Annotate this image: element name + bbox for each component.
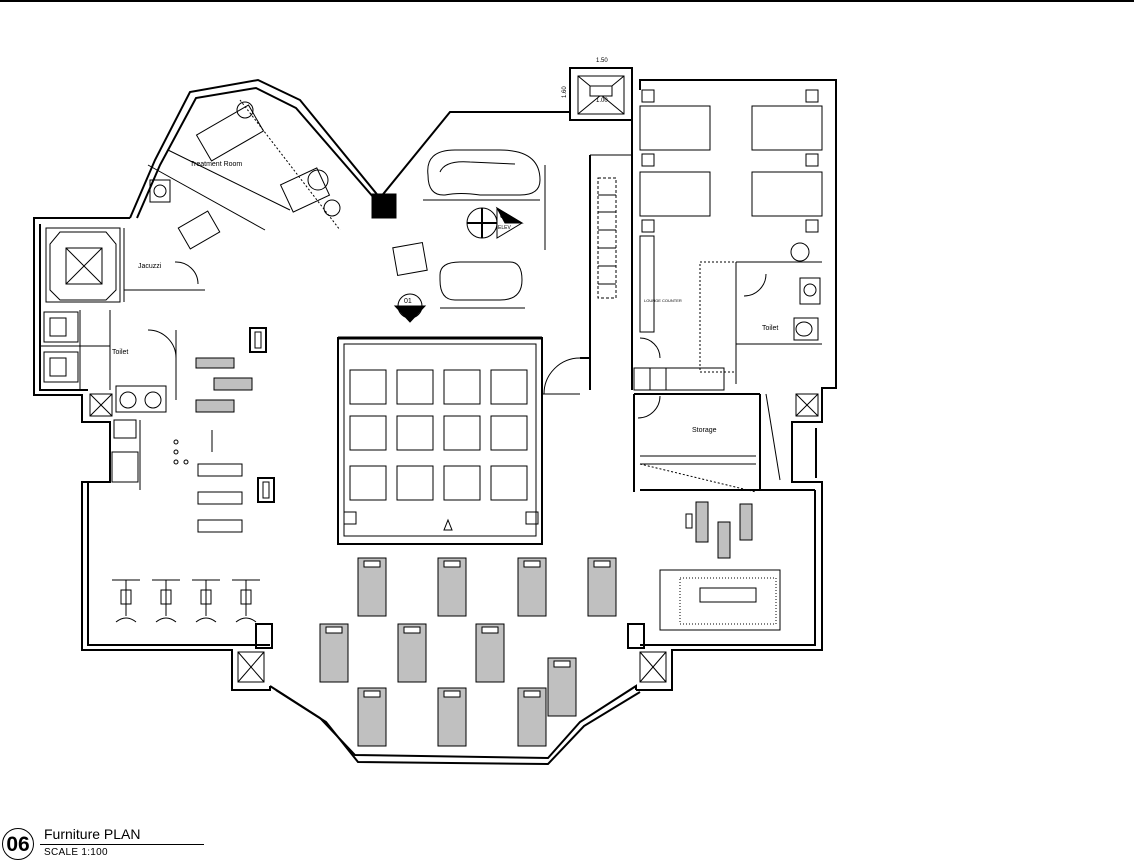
studio-mat [443, 415, 481, 451]
studio-mat [490, 465, 528, 501]
left-gym-equipment [173, 327, 275, 533]
spin-bike [152, 579, 180, 623]
studio-mat [443, 369, 481, 405]
drawing-title: Furniture PLAN [44, 826, 141, 842]
studio-mat [349, 369, 387, 405]
elev-02-label: ELEV [498, 225, 511, 231]
lift-depth-dim: 1.60 [562, 86, 568, 98]
drawing-scale: SCALE 1:100 [44, 847, 108, 858]
right-gym-equipment [659, 501, 781, 631]
drawing-number: 06 [2, 828, 34, 860]
treadmill [475, 623, 505, 683]
treadmill [437, 557, 467, 617]
studio-mat [349, 465, 387, 501]
jacuzzi-tub [45, 227, 205, 303]
label-toilet-left: Toilet [112, 349, 128, 356]
title-rule [40, 844, 204, 845]
label-jacuzzi: Jacuzzi [138, 263, 162, 270]
studio-mat [490, 369, 528, 405]
label-storage: Storage [692, 427, 717, 434]
studio-mat [396, 465, 434, 501]
spin-bike [112, 579, 140, 623]
title-block: 06 Furniture PLAN SCALE 1:100 [0, 822, 210, 860]
right-toilet-block [633, 261, 822, 417]
studio-mat [396, 415, 434, 451]
structural-columns [237, 193, 667, 683]
elev-02-number: 02 [500, 213, 508, 220]
label-lounge-counter: LOUNGE COUNTER [644, 298, 682, 303]
elev-01-number: 01 [404, 298, 412, 305]
treadmill [319, 623, 349, 683]
treadmill [517, 687, 547, 747]
floor-plan-drawing: Treatment Room Jacuzzi Toilet Toilet Sto… [0, 0, 1134, 766]
treadmill [437, 687, 467, 747]
label-treatment-room: Treatment Room [190, 161, 242, 168]
label-toilet-right: Toilet [762, 325, 778, 332]
treadmill [517, 557, 547, 617]
studio-mat [443, 465, 481, 501]
treatment-room-furniture [147, 99, 341, 250]
spin-bikes [112, 579, 260, 623]
lift-inner-dim: 1.00 [596, 98, 608, 104]
spin-bike [232, 579, 260, 623]
spin-bike [192, 579, 220, 623]
treadmill [587, 557, 617, 617]
rest-area [589, 89, 823, 390]
studio-mat [349, 415, 387, 451]
lift-width-dim: 1.50 [596, 58, 608, 64]
treadmill [357, 687, 387, 747]
central-studio [337, 336, 590, 545]
treadmill [357, 557, 387, 617]
elev-01-label: ELEV [402, 309, 415, 315]
lounge-seating [392, 149, 546, 309]
studio-mat [490, 415, 528, 451]
lift-shaft-icon [569, 67, 633, 121]
section-marker-icon [393, 206, 524, 323]
storage-room [633, 393, 815, 493]
outer-walls [33, 67, 837, 766]
studio-mat [396, 369, 434, 405]
treadmill [547, 657, 577, 717]
treadmills [319, 557, 617, 747]
left-toilet-block [40, 310, 177, 490]
treadmill [397, 623, 427, 683]
room-labels: Treatment Room Jacuzzi Toilet Toilet Sto… [112, 58, 778, 434]
